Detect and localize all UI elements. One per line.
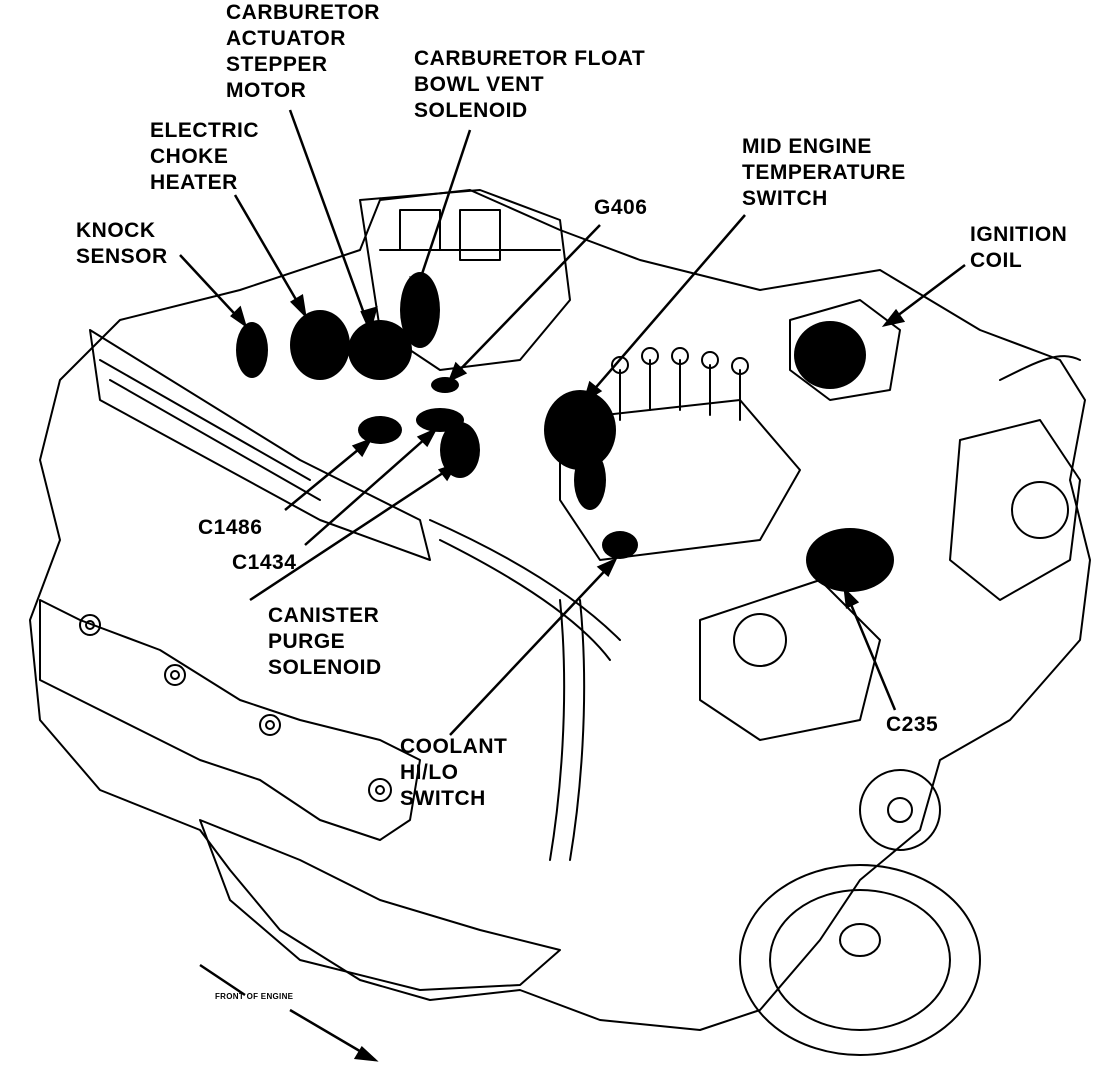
- engine-block-outline: [29, 189, 1091, 1031]
- crank-pulley: [739, 864, 981, 1056]
- c235-connector: [806, 528, 894, 592]
- front-of-engine-label: FRONT OF ENGINE: [215, 992, 294, 1001]
- c1486-connector: [358, 416, 402, 444]
- label-c1486: C1486: [198, 516, 263, 539]
- coolant-switch-connector: [602, 531, 638, 559]
- temp-switch-harness-2: [574, 450, 606, 510]
- actuator-harness: [348, 320, 412, 380]
- alternator: [949, 419, 1081, 601]
- knock-sensor-connector: [236, 322, 268, 378]
- ignition-coil-part: [789, 299, 901, 401]
- label-c1434: C1434: [232, 551, 297, 574]
- purge-solenoid-harness: [440, 422, 480, 478]
- left-valve-cover: [89, 329, 431, 561]
- ignition-coil-connector: [794, 321, 866, 389]
- temp-switch-harness: [544, 390, 616, 470]
- label-g406: G406: [594, 196, 648, 219]
- oil-pan: [199, 819, 561, 991]
- label-c235: C235: [886, 713, 939, 736]
- float-solenoid-connector: [400, 272, 440, 348]
- exhaust-manifold: [39, 599, 421, 841]
- choke-heater-harness: [290, 310, 350, 380]
